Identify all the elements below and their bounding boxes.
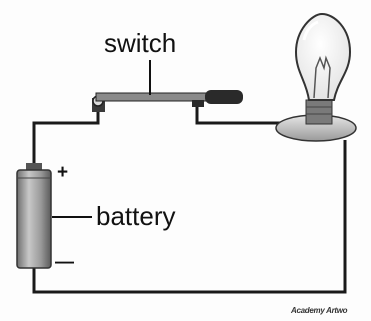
bulb-socket bbox=[305, 99, 333, 125]
switch[interactable] bbox=[92, 90, 243, 112]
switch-contact bbox=[192, 100, 204, 107]
wire-top-left bbox=[32, 110, 100, 170]
wires bbox=[32, 106, 347, 294]
switch-handle bbox=[205, 90, 243, 104]
battery-terminal bbox=[26, 163, 42, 171]
battery-label: battery bbox=[96, 201, 176, 231]
battery-body bbox=[16, 169, 52, 269]
battery bbox=[16, 163, 52, 269]
bulb-filament bbox=[313, 55, 331, 99]
credit-label: Academy Artwo bbox=[291, 306, 348, 315]
switch-lever bbox=[95, 92, 209, 102]
bulb-glass bbox=[294, 12, 352, 101]
wire-switch-to-bulb bbox=[195, 106, 283, 125]
switch-label: switch bbox=[104, 28, 177, 58]
negative-terminal-label: — bbox=[55, 252, 74, 273]
positive-terminal-label: + bbox=[57, 162, 69, 183]
light-bulb bbox=[275, 12, 357, 142]
wire-bulb-to-bottom bbox=[32, 140, 347, 294]
